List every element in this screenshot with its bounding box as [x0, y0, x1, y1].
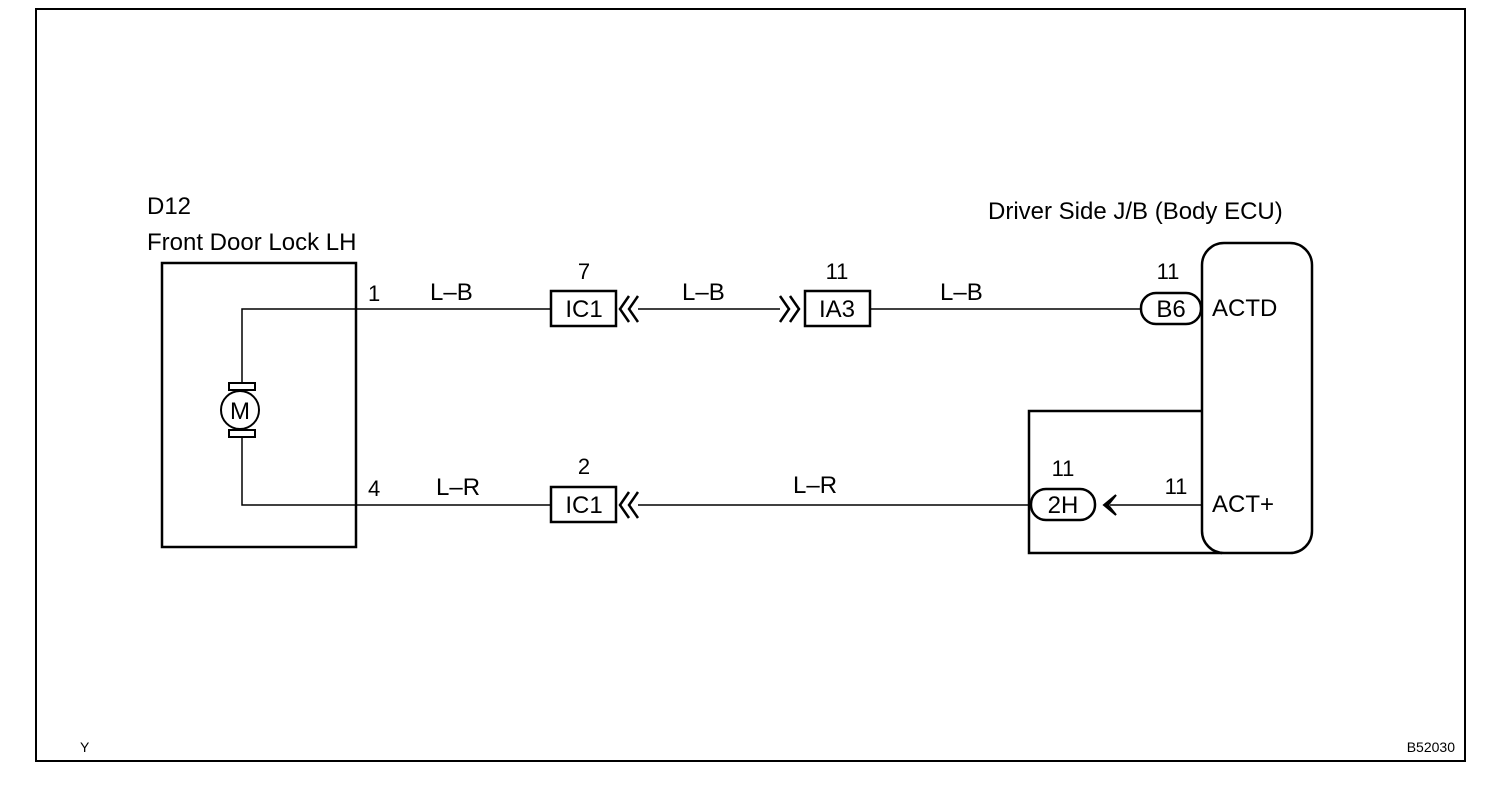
motor-label: M [230, 398, 250, 425]
ecu-box [1200, 241, 1314, 555]
conn-2h-pin: 11 [1052, 456, 1075, 481]
motor-wire-lower [241, 437, 356, 506]
motor-wire [241, 308, 356, 383]
conn-2h-box [1029, 487, 1097, 522]
conn-b6-label: B6 [1156, 296, 1185, 323]
junction-block-outline [1027, 409, 1222, 555]
chevron-left-icon [618, 491, 631, 519]
diagram-frame [35, 8, 1466, 762]
wire-color-top-1: L–B [430, 279, 473, 306]
wire-color-bottom-1: L–R [436, 474, 480, 501]
wire-color-bottom-2: L–R [793, 472, 837, 499]
arrow-marker-icon [1102, 494, 1117, 516]
door-pin-bottom: 4 [368, 476, 380, 501]
conn-ic1-top-box [549, 289, 618, 328]
motor-brush-bottom [228, 429, 256, 438]
ecu-terminal-act-plus: ACT+ [1212, 491, 1274, 518]
conn-ia3-pin: 11 [826, 259, 849, 284]
chevron-left-icon [627, 295, 640, 323]
chevron-right-icon [778, 295, 791, 323]
door-pin-top: 1 [368, 281, 380, 306]
conn-ic1-bottom-pin: 2 [578, 454, 590, 479]
conn-ic1-bottom-box [549, 485, 618, 524]
ecu-pin-bottom: 11 [1165, 474, 1188, 499]
wire-color-top-3: L–B [940, 279, 983, 306]
conn-ia3-label: IA3 [819, 296, 855, 323]
chevron-right-icon [788, 295, 801, 323]
door-lock-code: D12 [147, 193, 191, 220]
conn-ic1-top-label: IC1 [565, 296, 602, 323]
door-lock-box [160, 261, 358, 549]
motor-brush-top [228, 382, 256, 391]
wire-color-top-2: L–B [682, 279, 725, 306]
conn-ic1-bottom-label: IC1 [565, 492, 602, 519]
chevron-left-icon [618, 295, 631, 323]
footer-right-code: B52030 [1407, 739, 1455, 755]
motor-icon [220, 390, 260, 430]
chevron-left-icon [627, 491, 640, 519]
conn-b6-pin: 11 [1157, 259, 1180, 284]
conn-ic1-top-pin: 7 [578, 259, 590, 284]
ecu-terminal-actd: ACTD [1212, 295, 1277, 322]
footer-left-code: Y [80, 739, 90, 755]
door-lock-name: Front Door Lock LH [147, 229, 356, 256]
ecu-name: Driver Side J/B (Body ECU) [988, 198, 1283, 225]
conn-2h-label: 2H [1048, 492, 1079, 519]
